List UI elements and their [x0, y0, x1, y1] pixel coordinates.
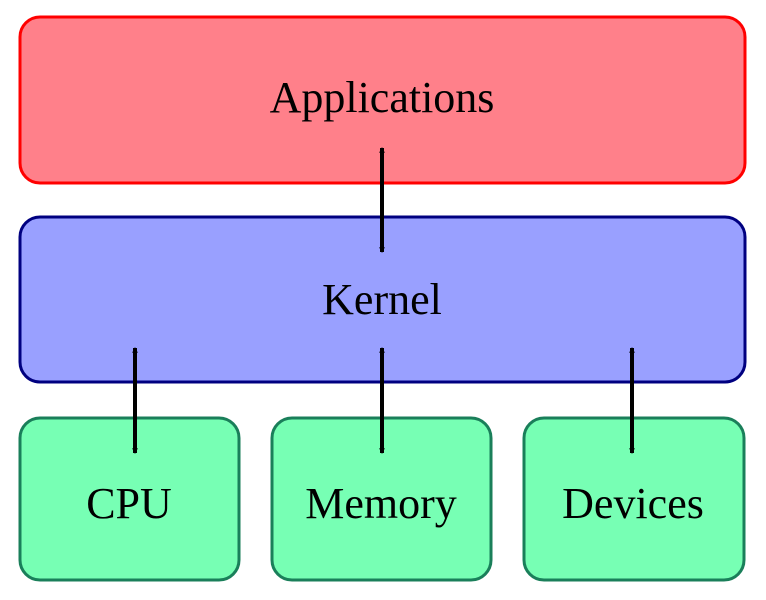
node-applications: Applications [18, 15, 747, 185]
kernel-label: Kernel [322, 275, 442, 324]
memory-label: Memory [305, 479, 457, 528]
cpu-label: CPU [86, 479, 172, 528]
devices-label: Devices [562, 479, 704, 528]
node-cpu: CPU [18, 416, 241, 582]
cpu-box [18, 416, 241, 582]
applications-label: Applications [270, 73, 495, 122]
node-devices: Devices [522, 416, 746, 582]
